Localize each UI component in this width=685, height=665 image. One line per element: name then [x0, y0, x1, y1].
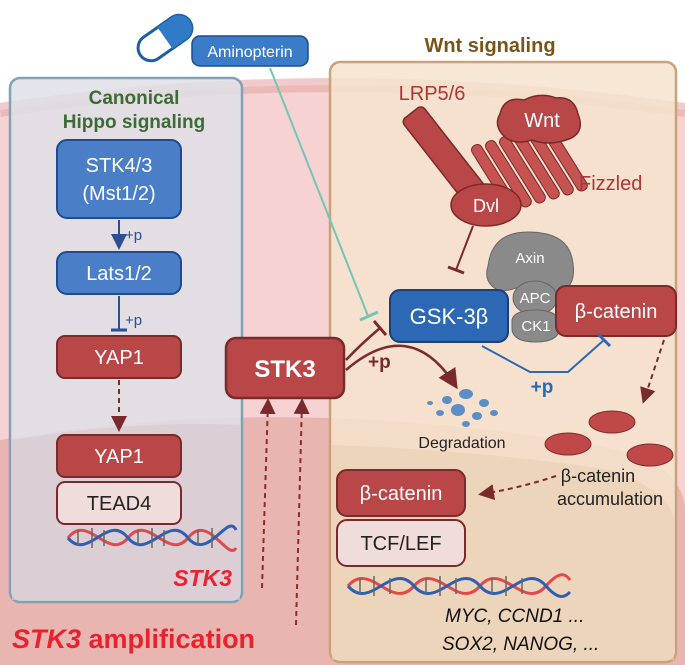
accumulation-label-line2: accumulation	[557, 489, 663, 509]
aminopterin-box	[191, 35, 309, 67]
degradation-fragments-icon	[427, 389, 498, 427]
dna-helix-right	[346, 573, 572, 598]
arrow-stk3-phos-degradation	[345, 344, 458, 390]
gsk-phos-bar	[596, 332, 612, 348]
arrow-expression-1	[259, 398, 276, 589]
amplification-gene: STK3	[12, 624, 81, 654]
target-genes-line1: MYC, CCND1 ...	[445, 606, 584, 627]
degradation-label: Degradation	[418, 435, 505, 452]
stk3-phos-label: +p	[368, 352, 391, 373]
arrow-expression-2	[293, 398, 310, 626]
dna-helix-left	[66, 524, 238, 552]
arrow-catenin-accumulation	[640, 339, 665, 404]
aminopterin-inhibition-bar	[359, 310, 379, 322]
beta-catenin-label: β-catenin	[575, 301, 658, 323]
accumulation-label-line1: β-catenin	[561, 466, 635, 486]
aminopterin-inhibition-line	[269, 67, 369, 317]
stk43-node	[56, 139, 182, 219]
inhibit-dvl-bar	[447, 265, 465, 275]
tead4-label: TEAD4	[87, 493, 151, 515]
amplification-word: amplification	[81, 624, 255, 654]
gsk-phos-label: +p	[531, 377, 554, 398]
axin-label: Axin	[515, 250, 544, 267]
yap1-nucleus-node	[56, 434, 182, 478]
gsk3b-node	[389, 289, 509, 343]
stk3-node	[224, 336, 346, 400]
hippo-title-line2: Hippo signaling	[63, 112, 206, 133]
tead4-node	[56, 481, 182, 525]
lats-node	[56, 251, 182, 295]
inhibit-stk3-to-gsk	[345, 327, 381, 361]
beta-catenin-node	[555, 285, 677, 337]
amplification-label: STK3 amplification	[12, 624, 255, 654]
tcf-lef-node	[336, 519, 466, 567]
hippo-title-line1: Canonical	[89, 88, 180, 109]
dvl-label: Dvl	[473, 196, 499, 216]
gsk-phos-bracket	[481, 339, 605, 373]
wnt-title: Wnt signaling	[424, 35, 555, 57]
yap1-cytoplasm-node	[56, 335, 182, 379]
aminopterin-label: Aminopterin	[207, 44, 292, 61]
phos-label-1: +p	[125, 227, 142, 244]
gsk3b-label: GSK-3β	[410, 304, 489, 329]
stk43-label-line1: STK4/3	[86, 155, 153, 177]
ck1-label: CK1	[521, 318, 550, 335]
pill-icon	[136, 13, 194, 63]
fizzled-label: Fizzled	[579, 173, 642, 195]
lats-label: Lats1/2	[86, 263, 152, 285]
stk3-node-label: STK3	[254, 356, 315, 383]
catenin-particles	[544, 410, 674, 467]
stk43-label-line2: (Mst1/2)	[82, 183, 155, 205]
yap1-nucleus-label: YAP1	[94, 446, 144, 468]
inhibit-dvl-to-gsk	[455, 225, 474, 271]
wnt-ligand	[496, 94, 581, 144]
phos-label-2: +p	[125, 312, 142, 329]
wnt-label: Wnt	[524, 110, 560, 132]
inhibit-stk3-bar	[372, 320, 388, 336]
dvl-node	[450, 183, 522, 227]
stk3-gene-label: STK3	[173, 565, 232, 591]
arrow-catenin-to-nucleus	[478, 475, 557, 501]
beta-catenin-nucleus-label: β-catenin	[360, 483, 443, 505]
apc-label: APC	[520, 290, 551, 307]
lrp-label: LRP5/6	[399, 83, 466, 105]
beta-catenin-nucleus-node	[336, 469, 466, 517]
target-genes-line2: SOX2, NANOG, ...	[442, 634, 599, 655]
tcf-lef-label: TCF/LEF	[360, 533, 441, 555]
yap1-cytoplasm-label: YAP1	[94, 347, 144, 369]
